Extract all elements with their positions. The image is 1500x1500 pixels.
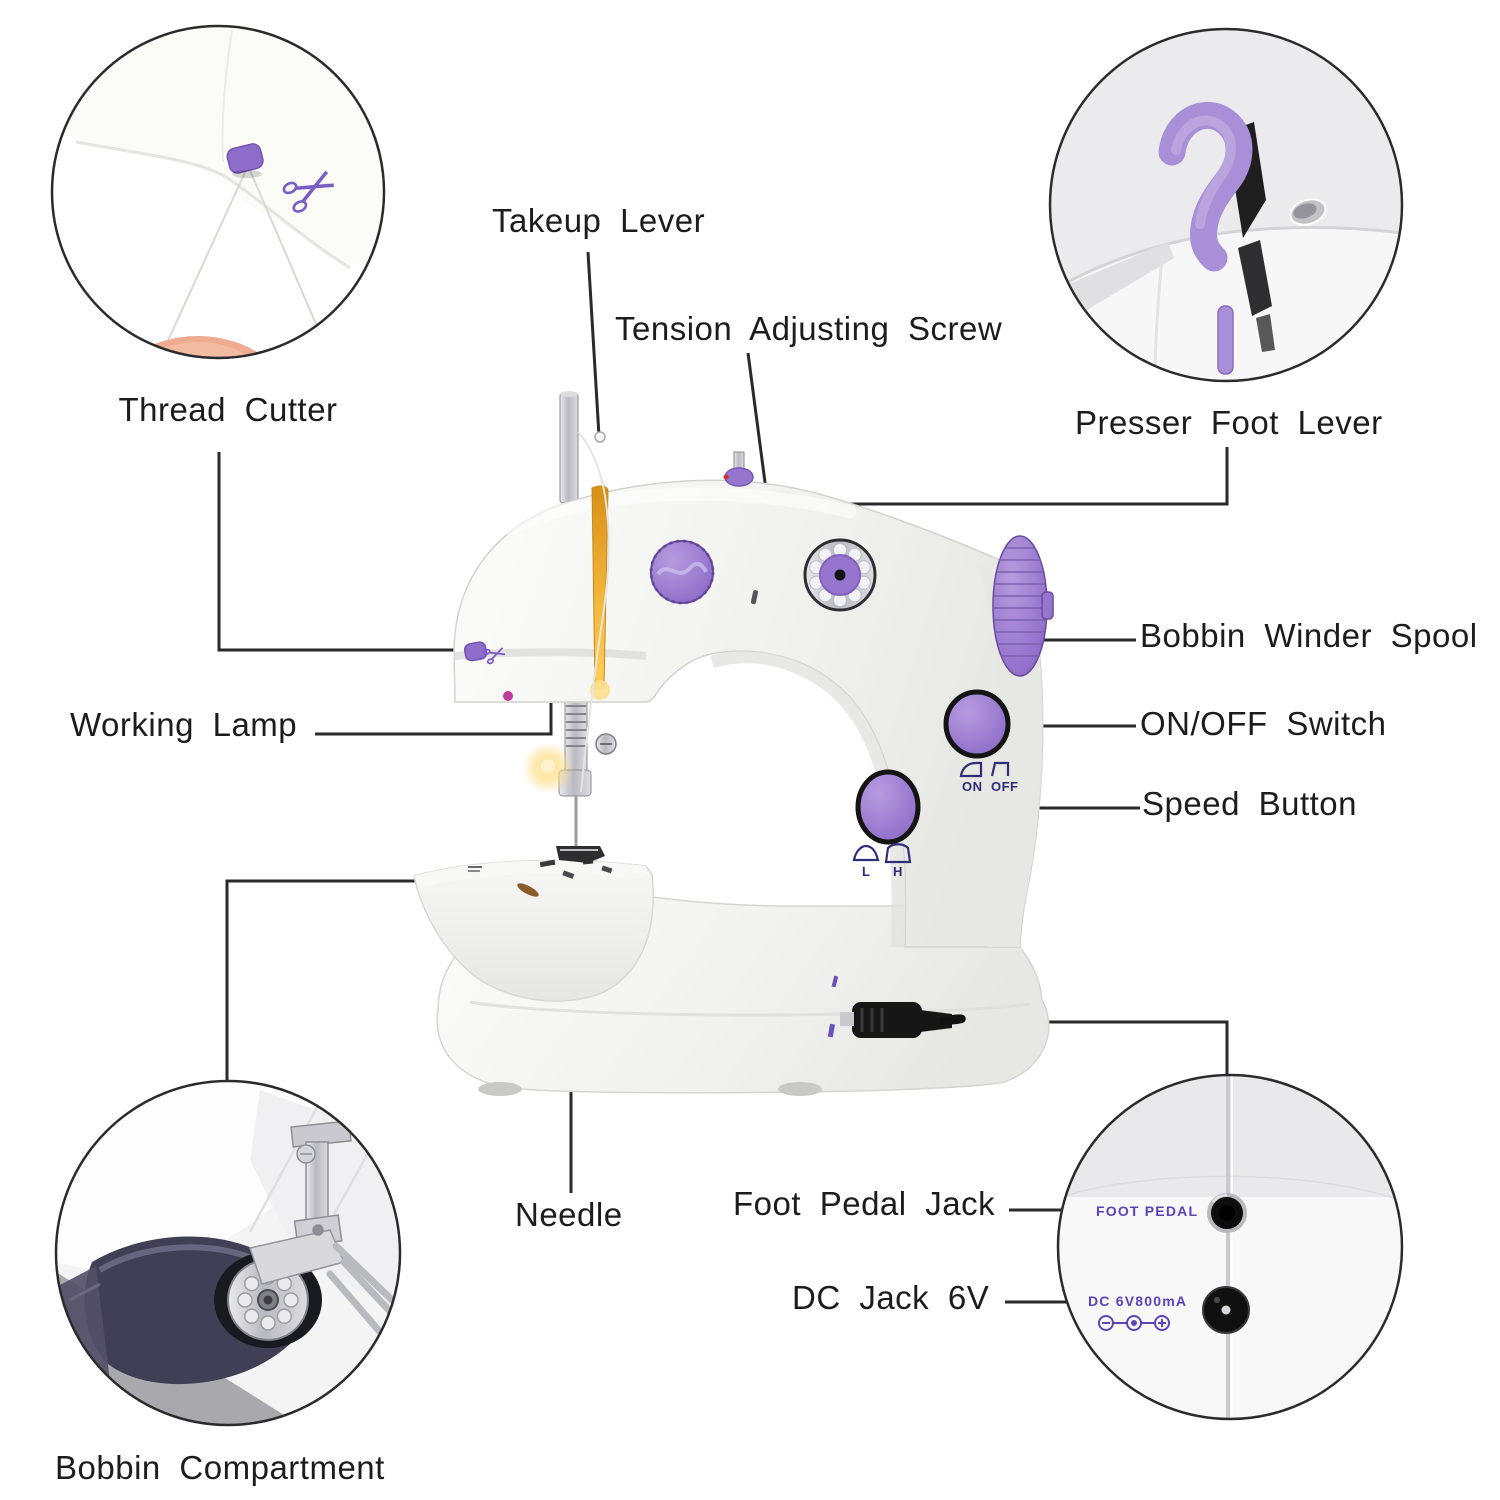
label-takeup-lever: Takeup Lever (492, 202, 706, 239)
label-tension-adjusting-screw: Tension Adjusting Screw (615, 310, 1003, 347)
label-on-off-switch: ON/OFF Switch (1140, 705, 1387, 742)
tension-adjusting-screw (649, 539, 715, 605)
marking-speed-low: L (862, 864, 871, 879)
foot-pedal-jack-port (1207, 1193, 1247, 1233)
leader-takeup-lever (586, 251, 601, 437)
speed-button (855, 769, 921, 845)
label-bobbin-winder-spool: Bobbin Winder Spool (1140, 617, 1478, 654)
marking-off: OFF (991, 779, 1019, 794)
polarity-icon (1098, 1315, 1170, 1331)
speed-low-icon (852, 844, 880, 862)
thread-cutter-nub (226, 143, 264, 174)
label-thread-cutter: Thread Cutter (118, 391, 338, 428)
label-foot-pedal-jack: Foot Pedal Jack (733, 1185, 996, 1222)
takeup-lever (591, 485, 609, 689)
power-cord-plug (840, 1002, 966, 1038)
label-speed-button: Speed Button (1142, 785, 1357, 822)
bobbin-winder-spool (992, 535, 1054, 677)
sewing-machine (413, 391, 1054, 1096)
label-working-lamp: Working Lamp (70, 706, 298, 743)
presser-foot-assembly (249, 1120, 352, 1285)
marking-dc-port-spec: DC 6V800mA (1088, 1293, 1188, 1309)
label-bobbin-compartment: Bobbin Compartment (55, 1449, 385, 1486)
inset-bobbin-compartment-photo (54, 1079, 402, 1427)
thread-cutter (463, 641, 506, 665)
upper-thread (577, 431, 610, 793)
top-screw (723, 451, 754, 487)
scissors-icon (282, 170, 334, 213)
marking-foot-pedal-port: FOOT PEDAL (1096, 1203, 1199, 1219)
machine-foot-pad (778, 1082, 822, 1096)
inset-jacks-photo (1056, 1073, 1404, 1421)
thread-guide-bead (594, 431, 606, 443)
speed-high-icon (884, 843, 912, 864)
scissors-icon (483, 647, 506, 665)
marking-on: ON (962, 779, 983, 794)
indicator-dot (503, 691, 513, 701)
dc-jack-port (1202, 1286, 1250, 1334)
label-needle: Needle (515, 1196, 623, 1233)
on-off-switch (943, 689, 1011, 759)
marking-speed-high: H (893, 864, 903, 879)
label-dc-jack-6v: DC Jack 6V (792, 1279, 990, 1316)
machine-foot-pad (478, 1082, 522, 1096)
iron-up-icon (990, 761, 1010, 777)
inset-thread-cutter-photo (50, 24, 386, 360)
inset-presser-foot-lever-photo (1048, 27, 1404, 383)
leader-lines (217, 251, 1229, 1304)
stitch-pattern-dial (803, 538, 877, 612)
label-presser-foot-lever: Presser Foot Lever (1075, 404, 1383, 441)
iron-down-icon (959, 761, 983, 778)
spool-pin (559, 391, 579, 504)
